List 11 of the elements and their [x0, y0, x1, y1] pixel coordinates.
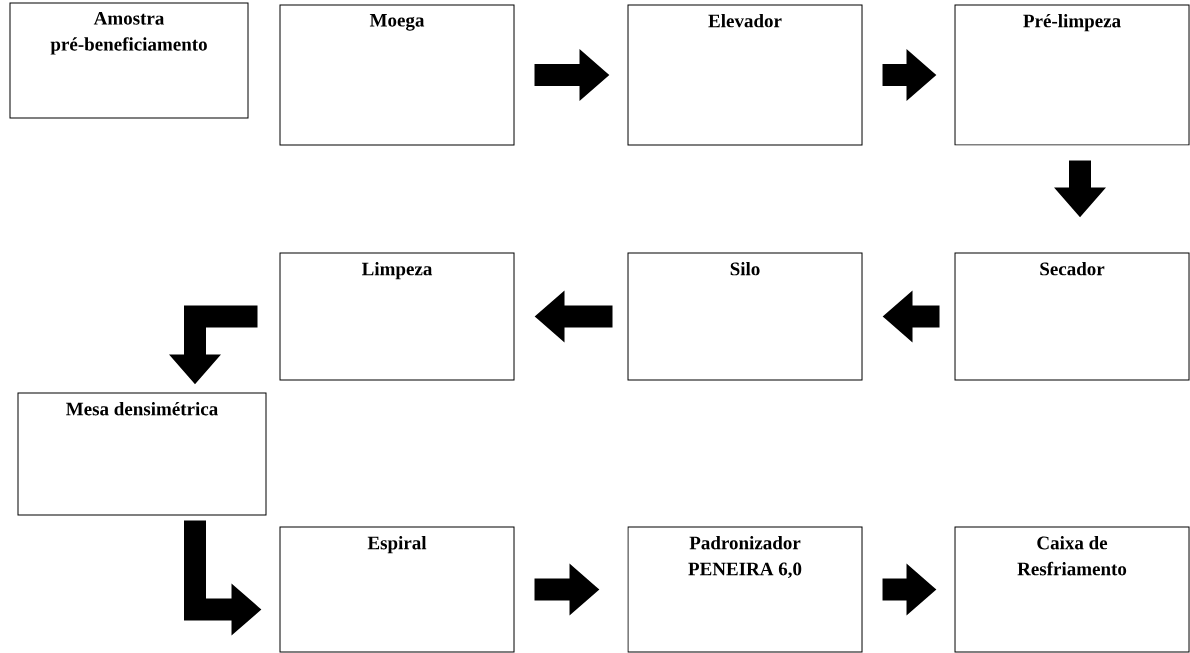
process-box: Silo: [627, 252, 863, 381]
process-box: Limpeza: [279, 252, 515, 381]
process-box: Padronizador PENEIRA 6,0: [627, 526, 863, 653]
process-box: Espiral: [279, 526, 515, 653]
process-box: Caixa de Resfriamento: [954, 526, 1190, 653]
process-box: Moega: [279, 4, 515, 146]
process-box: Amostra pré-beneficiamento: [9, 2, 249, 119]
process-box: Secador: [954, 252, 1190, 381]
process-box: Mesa densimétrica: [17, 392, 267, 516]
process-box: Pré-limpeza: [954, 4, 1190, 146]
process-box: Elevador: [627, 4, 863, 146]
